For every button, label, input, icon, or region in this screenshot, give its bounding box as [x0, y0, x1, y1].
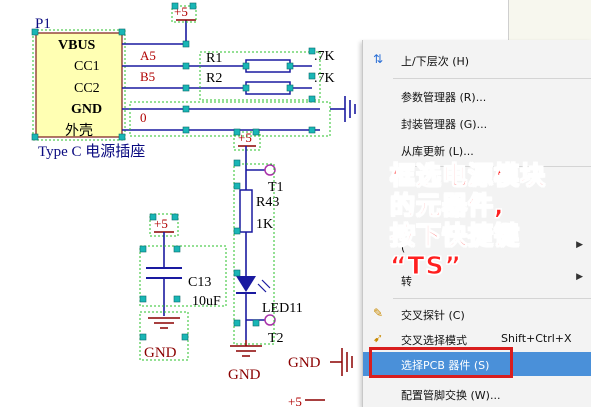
connector-name: Type C 电源插座 [38, 143, 145, 160]
pin-number-b5: B5 [140, 69, 155, 84]
resistor-r2[interactable]: R2 .7K [206, 71, 335, 95]
cross-probe-icon: ✎ [372, 306, 384, 320]
power-port-led[interactable]: +5 [233, 130, 261, 151]
context-menu[interactable]: ⇅ 上/下层次 (H) 参数管理器 (R)... 封装管理器 (G)... 从库… [362, 40, 591, 407]
r43-value: 1K [256, 217, 273, 232]
menu-item-submenu-2[interactable]: 转 ▶ [401, 272, 583, 288]
connector-p1[interactable]: P1 VBUS CC1 CC2 GND 外壳 Type C 电源插座 A5 B5… [32, 16, 156, 160]
c13-ground-label: GND [144, 345, 177, 361]
connector-ref: P1 [35, 16, 51, 32]
menu-item-cross-select-mode[interactable]: ➹ 交叉选择模式 Shift+Ctrl+X [372, 331, 572, 347]
r2-label: R2 [206, 71, 222, 86]
pin-label-shell: 外壳 [65, 122, 93, 139]
highlight-box [369, 347, 513, 378]
menu-item-submenu-1[interactable]: ( ▶ [401, 240, 583, 254]
r1-value: .7K [314, 49, 335, 64]
menu-item-select-pcb-components[interactable]: 选择PCB 器件 (S) [363, 352, 591, 376]
power-port-p1[interactable]: +5 [171, 4, 197, 47]
led-ground-label: GND [228, 367, 261, 383]
pin-label-cc1: CC1 [74, 59, 100, 74]
net-gnd-label: GND [288, 355, 321, 371]
resistor-r43[interactable]: R43 1K [239, 189, 279, 233]
testpoint-t1[interactable]: T1 [264, 164, 284, 195]
c13-value: 10uF [192, 294, 221, 309]
annotation-note: 框选电源模块 的元器件, 按下快捷键 “TS” [389, 161, 547, 281]
t1-label: T1 [268, 180, 284, 195]
capacitor-c13[interactable]: C13 10uF [139, 245, 227, 309]
net-plus5-label: +5 [288, 394, 302, 407]
pin-label-cc2: CC2 [74, 81, 100, 96]
testpoint-t2[interactable]: T2 [264, 314, 284, 346]
selection-handles [31, 2, 316, 341]
menu-separator [393, 78, 591, 79]
menu-item-footprint-manager[interactable]: 封装管理器 (G)... [401, 118, 488, 131]
up-down-icon: ⇅ [372, 52, 384, 66]
pin-label-vbus: VBUS [58, 38, 96, 53]
menu-item-cross-probe[interactable]: ✎ 交叉探针 (C) [372, 306, 465, 322]
panel-corner [508, 0, 591, 40]
pin-number-0: 0 [140, 110, 147, 125]
net-gnd[interactable]: GND [288, 348, 353, 376]
led-ref: LED11 [262, 301, 303, 316]
led-led11[interactable]: LED11 [236, 276, 303, 316]
c13-ref: C13 [188, 275, 211, 290]
t2-label: T2 [268, 331, 284, 346]
menu-item-configure-pin-swap[interactable]: 配置管脚交换 (W)... [401, 389, 501, 402]
menu-item-hierarchy[interactable]: ⇅ 上/下层次 (H) [372, 52, 470, 68]
resistor-r1[interactable]: R1 .7K [206, 49, 335, 73]
submenu-arrow-icon: ▶ [576, 240, 583, 250]
r1-label: R1 [206, 51, 222, 66]
c13-power-label: +5 [154, 216, 168, 231]
pin-number-a5: A5 [140, 48, 156, 63]
net-plus5[interactable]: +5 [288, 394, 325, 407]
led-power-label: +5 [238, 130, 252, 145]
menu-separator [393, 298, 591, 299]
ground-c13[interactable]: GND [139, 311, 189, 361]
r2-value: .7K [314, 71, 335, 86]
submenu-arrow-icon: ▶ [576, 272, 583, 282]
r43-ref: R43 [256, 195, 279, 210]
menu-item-update-from-library[interactable]: 从库更新 (L)... [401, 145, 474, 158]
ground-led[interactable]: GND [228, 340, 262, 383]
menu-item-parameter-manager[interactable]: 参数管理器 (R)... [401, 91, 487, 104]
cross-select-icon: ➹ [372, 331, 384, 345]
pin-label-gnd: GND [71, 102, 102, 117]
menu-separator [393, 166, 591, 167]
